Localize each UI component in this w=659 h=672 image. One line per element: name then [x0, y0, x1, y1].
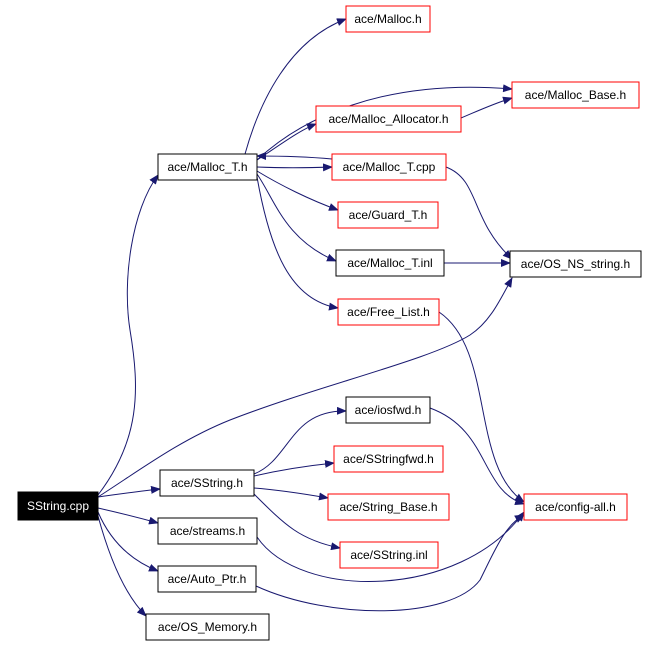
node-box — [333, 445, 444, 473]
edge-sstring_cpp-to-auto_ptr_h — [97, 511, 159, 572]
node-box — [337, 298, 440, 326]
node-label: ace/Malloc_T.inl — [347, 256, 432, 270]
edge-sstring_h-to-iosfwd_h — [253, 406, 347, 475]
node-box — [335, 249, 445, 277]
node-box — [509, 250, 642, 278]
edge-sstring_cpp-to-os_memory_h — [97, 515, 147, 617]
node-sstring_cpp[interactable]: SString.cpp — [17, 491, 99, 521]
node-sstring_inl[interactable]: ace/SString.inl — [339, 541, 439, 569]
edge-malloc_t_h-to-malloc_base_h — [256, 84, 513, 161]
node-box — [511, 81, 640, 109]
node-label: ace/Auto_Ptr.h — [168, 572, 247, 586]
node-config_all_h[interactable]: ace/config-all.h — [523, 493, 628, 521]
node-os_ns_string_h[interactable]: ace/OS_NS_string.h — [509, 250, 642, 278]
node-label: ace/Malloc_Allocator.h — [328, 112, 448, 126]
node-sstringfwd_h[interactable]: ace/SStringfwd.h — [333, 445, 444, 473]
node-box — [159, 469, 255, 497]
node-sstring_h[interactable]: ace/SString.h — [159, 469, 255, 497]
node-box — [345, 5, 431, 33]
nodes-layer: SString.cpp ace/Malloc_T.h ace/Malloc.h ace… — [17, 5, 642, 641]
node-box — [345, 396, 431, 424]
node-box — [327, 493, 450, 521]
edge-malloc_t_h-to-malloc_t_inl — [256, 173, 337, 262]
node-malloc_base_h[interactable]: ace/Malloc_Base.h — [511, 81, 640, 109]
node-label: ace/iosfwd.h — [355, 403, 422, 417]
node-label: ace/Malloc_T.cpp — [343, 160, 436, 174]
node-auto_ptr_h[interactable]: ace/Auto_Ptr.h — [157, 565, 257, 593]
edge-malloc_t_h-to-free_list_h — [256, 176, 339, 311]
edge-sstring_h-to-string_base_h — [253, 487, 329, 501]
node-label: ace/OS_NS_string.h — [521, 257, 630, 271]
node-label: ace/SString.inl — [350, 548, 427, 562]
node-label: ace/config-all.h — [535, 500, 616, 514]
node-label: ace/SStringfwd.h — [343, 452, 434, 466]
node-box — [523, 493, 628, 521]
node-label: ace/SString.h — [171, 476, 243, 490]
edge-malloc_t_cpp-to-os_ns_string_h — [445, 166, 513, 260]
node-guard_t_h[interactable]: ace/Guard_T.h — [337, 201, 439, 229]
node-label: ace/Malloc.h — [354, 12, 421, 26]
node-box — [17, 491, 99, 521]
edge-sstring_h-to-sstringfwd_h — [253, 459, 335, 477]
edge-sstring_cpp-to-sstring_h — [97, 485, 161, 498]
edge-streams_h-to-config_all_h — [256, 511, 525, 582]
edge-sstring_cpp-to-streams_h — [97, 507, 159, 525]
edges-layer — [97, 18, 525, 617]
node-box — [145, 613, 270, 641]
node-box — [157, 153, 258, 181]
node-label: ace/streams.h — [170, 524, 245, 538]
node-os_memory_h[interactable]: ace/OS_Memory.h — [145, 613, 270, 641]
node-malloc_t_h[interactable]: ace/Malloc_T.h — [157, 153, 258, 181]
node-streams_h[interactable]: ace/streams.h — [157, 517, 258, 545]
edge-malloc_t_cpp-to-malloc_t_h — [256, 152, 333, 161]
edge-malloc_allocator_h-to-malloc_base_h — [460, 96, 513, 119]
node-free_list_h[interactable]: ace/Free_List.h — [337, 298, 440, 326]
edge-sstring_cpp-to-os_ns_string_h — [97, 277, 513, 498]
edge-auto_ptr_h-to-config_all_h — [255, 514, 525, 612]
node-label: ace/Guard_T.h — [349, 208, 428, 222]
node-string_base_h[interactable]: ace/String_Base.h — [327, 493, 450, 521]
node-label: ace/OS_Memory.h — [158, 620, 257, 634]
node-box — [157, 565, 257, 593]
node-box — [157, 517, 258, 545]
node-box — [337, 201, 439, 229]
edge-iosfwd_h-to-config_all_h — [429, 407, 525, 506]
node-label: ace/Malloc_Base.h — [525, 88, 626, 102]
node-malloc_t_cpp[interactable]: ace/Malloc_T.cpp — [331, 153, 447, 181]
node-label: SString.cpp — [27, 499, 89, 513]
node-malloc_t_inl[interactable]: ace/Malloc_T.inl — [335, 249, 445, 277]
edge-malloc_t_h-to-malloc_t_cpp — [256, 163, 333, 172]
node-box — [331, 153, 447, 181]
edge-malloc_t_h-to-malloc_allocator_h — [256, 123, 317, 161]
edge-sstring_h-to-sstring_inl — [253, 493, 341, 551]
edge-malloc_t_h-to-guard_t_h — [256, 170, 339, 211]
node-box — [339, 541, 439, 569]
node-malloc_h[interactable]: ace/Malloc.h — [345, 5, 431, 33]
node-box — [315, 105, 462, 133]
node-label: ace/Malloc_T.h — [167, 160, 247, 174]
edge-free_list_h-to-config_all_h — [438, 311, 525, 503]
edge-sstring_cpp-to-malloc_t_h — [97, 174, 159, 496]
node-label: ace/Free_List.h — [347, 305, 430, 319]
node-malloc_allocator_h[interactable]: ace/Malloc_Allocator.h — [315, 105, 462, 133]
edge-malloc_t_h-to-malloc_h — [244, 18, 347, 155]
node-label: ace/String_Base.h — [339, 500, 437, 514]
node-iosfwd_h[interactable]: ace/iosfwd.h — [345, 396, 431, 424]
